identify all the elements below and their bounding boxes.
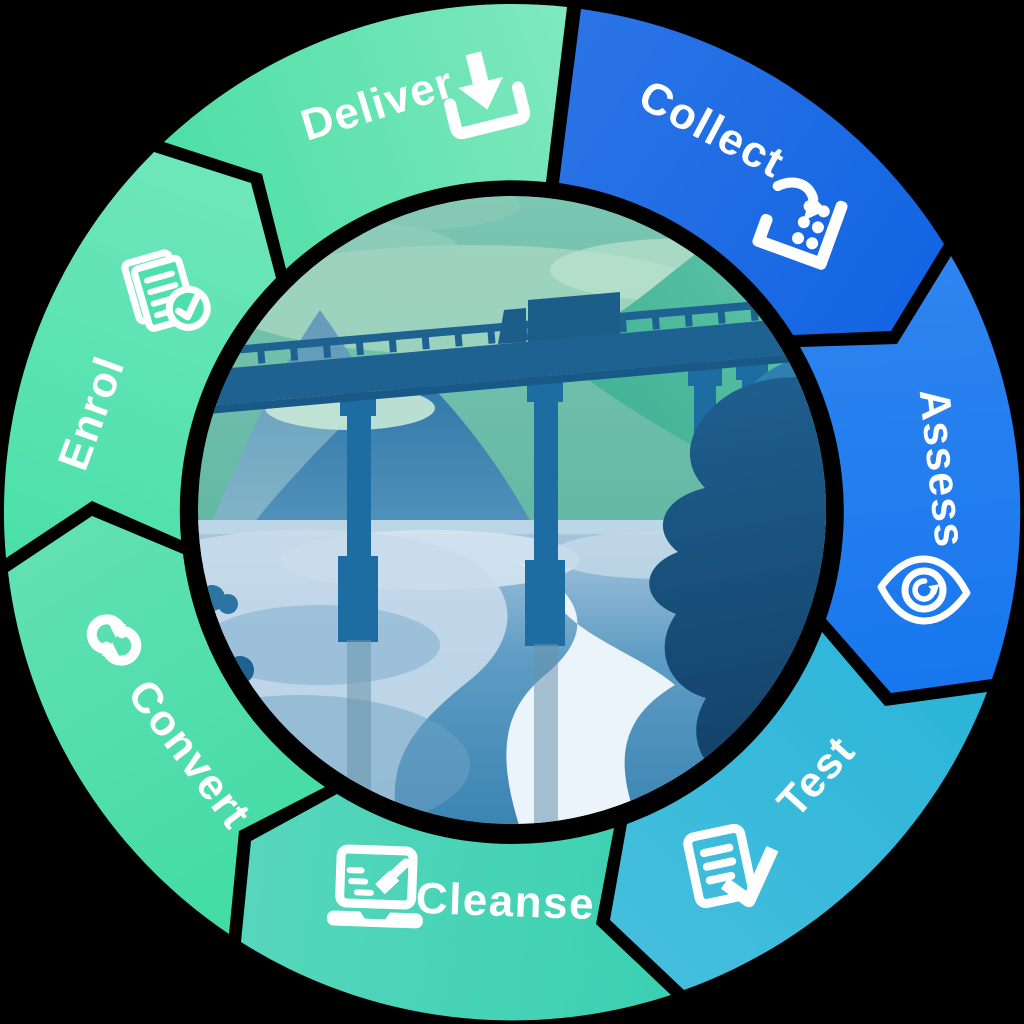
eye-scan-icon [877, 555, 971, 625]
segment-enrol-sheen [3, 152, 277, 558]
train-engine [498, 308, 526, 344]
sync-loop-icon [86, 614, 142, 666]
segment-deliver-sheen [164, 4, 567, 269]
download-tray-icon [444, 51, 531, 140]
laptop-brush-icon [326, 844, 423, 929]
train-car [528, 292, 620, 342]
label-cleanse: Cleanse [415, 874, 596, 929]
ring-icons [86, 51, 971, 929]
document-check-icon [683, 823, 779, 909]
collect-items-tray-icon [752, 177, 848, 270]
center-illustration [198, 196, 826, 824]
bridge-deck [198, 314, 826, 408]
bridge-deck-shadow [198, 350, 826, 416]
railway-bridge [198, 292, 826, 416]
documents-approved-icon [121, 249, 211, 332]
segment-convert-sheen [8, 516, 325, 934]
segment-collect-sheen [559, 9, 944, 335]
